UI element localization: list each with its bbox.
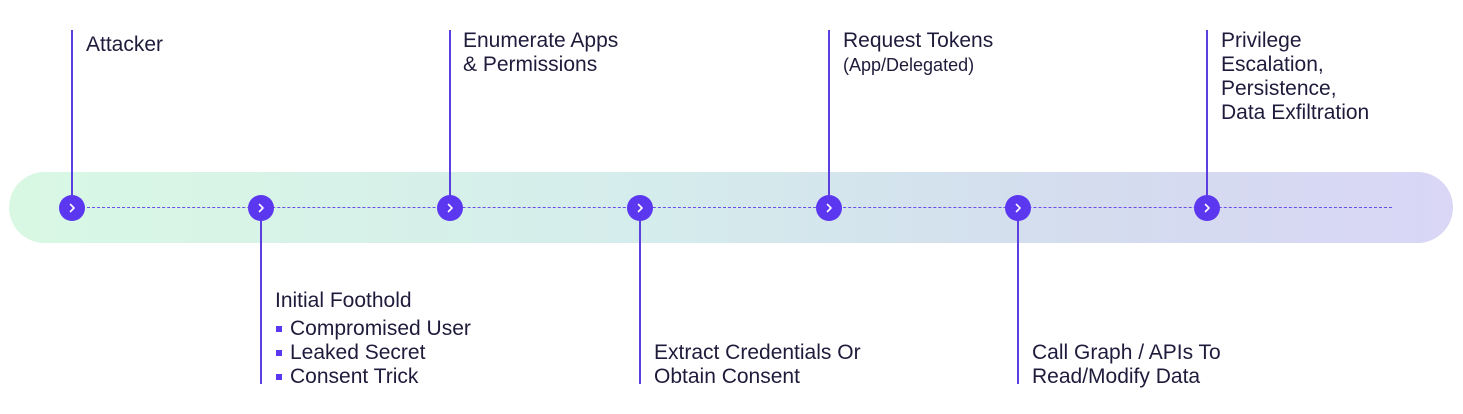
bullet-square-icon bbox=[276, 374, 282, 380]
step-label-call-graph: Call Graph / APIs To Read/Modify Data bbox=[1032, 341, 1221, 389]
chevron-right-icon bbox=[69, 203, 75, 213]
step-title: Initial Foothold bbox=[275, 289, 412, 312]
chevron-right-icon bbox=[637, 203, 643, 213]
step-node-enumerate bbox=[437, 195, 463, 221]
step-line: & Permissions bbox=[463, 53, 598, 76]
step-label-privilege: Privilege Escalation, Persistence, Data … bbox=[1221, 29, 1369, 125]
chevron-right-icon bbox=[258, 203, 264, 213]
step-subtext: (App/Delegated) bbox=[843, 55, 975, 75]
step-node-privilege bbox=[1194, 195, 1220, 221]
step-line: Obtain Consent bbox=[654, 365, 800, 388]
step-node-extract bbox=[627, 195, 653, 221]
connector-request-tokens bbox=[828, 30, 830, 208]
connector-call-graph bbox=[1017, 207, 1019, 384]
connector-initial-foothold bbox=[260, 207, 262, 384]
bullet-square-icon bbox=[276, 350, 282, 356]
timeline-dashed-line bbox=[72, 207, 1392, 208]
step-line: Persistence, bbox=[1221, 77, 1337, 100]
step-line: Call Graph / APIs To bbox=[1032, 341, 1221, 364]
step-line: Request Tokens bbox=[843, 29, 994, 52]
step-node-call-graph bbox=[1005, 195, 1031, 221]
chevron-right-icon bbox=[826, 203, 832, 213]
step-label-request-tokens: Request Tokens (App/Delegated) bbox=[843, 29, 993, 77]
step-node-request-tokens bbox=[816, 195, 842, 221]
bullet-item: Consent Trick bbox=[275, 365, 471, 389]
step-line: Read/Modify Data bbox=[1032, 365, 1201, 388]
bullet-text: Consent Trick bbox=[290, 365, 419, 388]
connector-attacker bbox=[71, 30, 73, 208]
bullet-list: Compromised User Leaked Secret Consent T… bbox=[275, 317, 471, 389]
bullet-square-icon bbox=[276, 326, 282, 332]
step-line: Enumerate Apps bbox=[463, 29, 619, 52]
connector-extract bbox=[639, 207, 641, 384]
step-line: Data Exfiltration bbox=[1221, 101, 1370, 124]
chevron-right-icon bbox=[447, 203, 453, 213]
step-node-attacker bbox=[59, 195, 85, 221]
connector-privilege bbox=[1206, 30, 1208, 208]
step-line: Escalation, bbox=[1221, 53, 1324, 76]
step-label-extract: Extract Credentials Or Obtain Consent bbox=[654, 341, 861, 389]
bullet-item: Leaked Secret bbox=[275, 341, 471, 365]
step-node-initial-foothold bbox=[248, 195, 274, 221]
bullet-item: Compromised User bbox=[275, 317, 471, 341]
step-label-initial-foothold: Initial Foothold Compromised User Leaked… bbox=[275, 289, 471, 389]
step-label-attacker: Attacker bbox=[86, 33, 163, 57]
connector-enumerate bbox=[449, 30, 451, 208]
bullet-text: Leaked Secret bbox=[290, 341, 426, 364]
step-line: Extract Credentials Or bbox=[654, 341, 861, 364]
step-label-enumerate: Enumerate Apps & Permissions bbox=[463, 29, 618, 77]
chevron-right-icon bbox=[1015, 203, 1021, 213]
step-line: Attacker bbox=[86, 33, 164, 56]
bullet-text: Compromised User bbox=[290, 317, 471, 340]
chevron-right-icon bbox=[1204, 203, 1210, 213]
step-line: Privilege bbox=[1221, 29, 1302, 52]
